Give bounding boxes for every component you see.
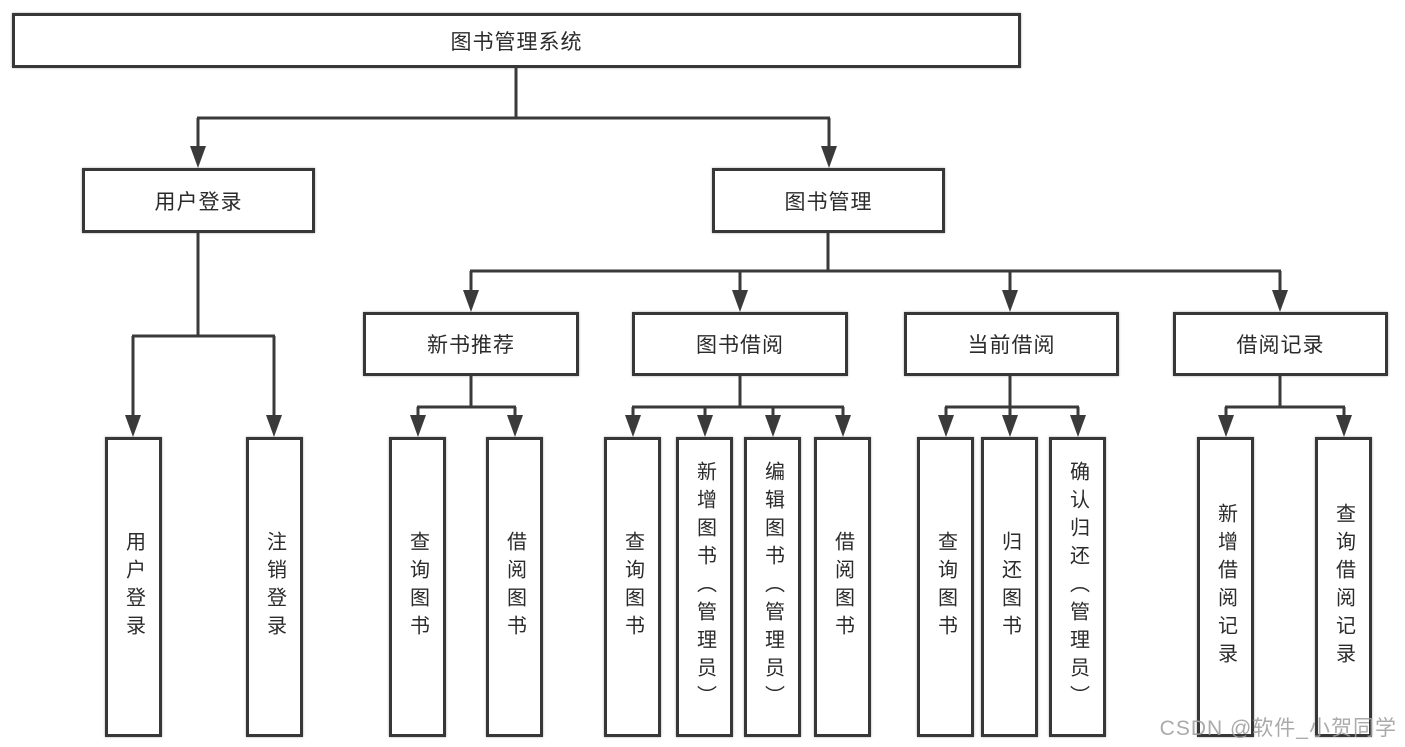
node-new-book-recommend: 新书推荐 (363, 312, 579, 376)
leaf-confirm-return-admin: 确认归还（管理员） (1049, 437, 1106, 737)
leaf-edit-books-admin: 编辑图书（管理员） (744, 437, 801, 737)
node-label: 图书借阅 (696, 334, 784, 357)
csdn-watermark: CSDN @软件_小贺同学 (1159, 717, 1397, 740)
node-label: 新增借阅记录 (1214, 503, 1237, 671)
node-label: 图书管理 (784, 190, 873, 214)
node-current-borrow: 当前借阅 (904, 312, 1119, 376)
node-label: 查询借阅记录 (1332, 503, 1355, 671)
leaf-query-books-1: 查询图书 (389, 437, 446, 737)
arrowhead-icons (125, 146, 1352, 437)
node-label: 注销登录 (263, 531, 286, 643)
leaf-user-login: 用户登录 (105, 437, 162, 737)
node-library-management-system: 图书管理系统 (12, 13, 1021, 68)
leaf-borrow-books-1: 借阅图书 (486, 437, 543, 737)
node-user-login: 用户登录 (82, 168, 315, 233)
node-label: 归还图书 (998, 531, 1021, 643)
node-label: 借阅图书 (831, 531, 854, 643)
node-label: 查询图书 (406, 531, 429, 643)
node-label: 查询图书 (934, 531, 957, 643)
node-label: 图书管理系统 (450, 30, 583, 54)
leaf-add-borrow-record: 新增借阅记录 (1197, 437, 1254, 737)
leaf-query-books-2: 查询图书 (604, 437, 661, 737)
leaf-borrow-books-2: 借阅图书 (814, 437, 871, 737)
leaf-add-books-admin: 新增图书（管理员） (676, 437, 733, 737)
node-book-management: 图书管理 (712, 168, 945, 233)
node-label: 新增图书（管理员） (693, 461, 716, 713)
node-label: 查询图书 (621, 531, 644, 643)
node-label: 用户登录 (154, 190, 243, 214)
node-book-borrow: 图书借阅 (632, 312, 848, 376)
leaf-return-books: 归还图书 (981, 437, 1038, 737)
node-label: 借阅图书 (503, 531, 526, 643)
leaf-query-borrow-record: 查询借阅记录 (1315, 437, 1372, 737)
node-label: 新书推荐 (427, 334, 515, 357)
leaf-query-books-3: 查询图书 (917, 437, 974, 737)
node-label: 编辑图书（管理员） (761, 461, 784, 713)
node-label: 确认归还（管理员） (1066, 461, 1089, 713)
node-label: 当前借阅 (967, 334, 1056, 357)
node-label: 用户登录 (122, 531, 145, 643)
node-borrow-record: 借阅记录 (1173, 312, 1388, 376)
leaf-logout: 注销登录 (246, 437, 303, 737)
node-label: 借阅记录 (1236, 334, 1325, 357)
